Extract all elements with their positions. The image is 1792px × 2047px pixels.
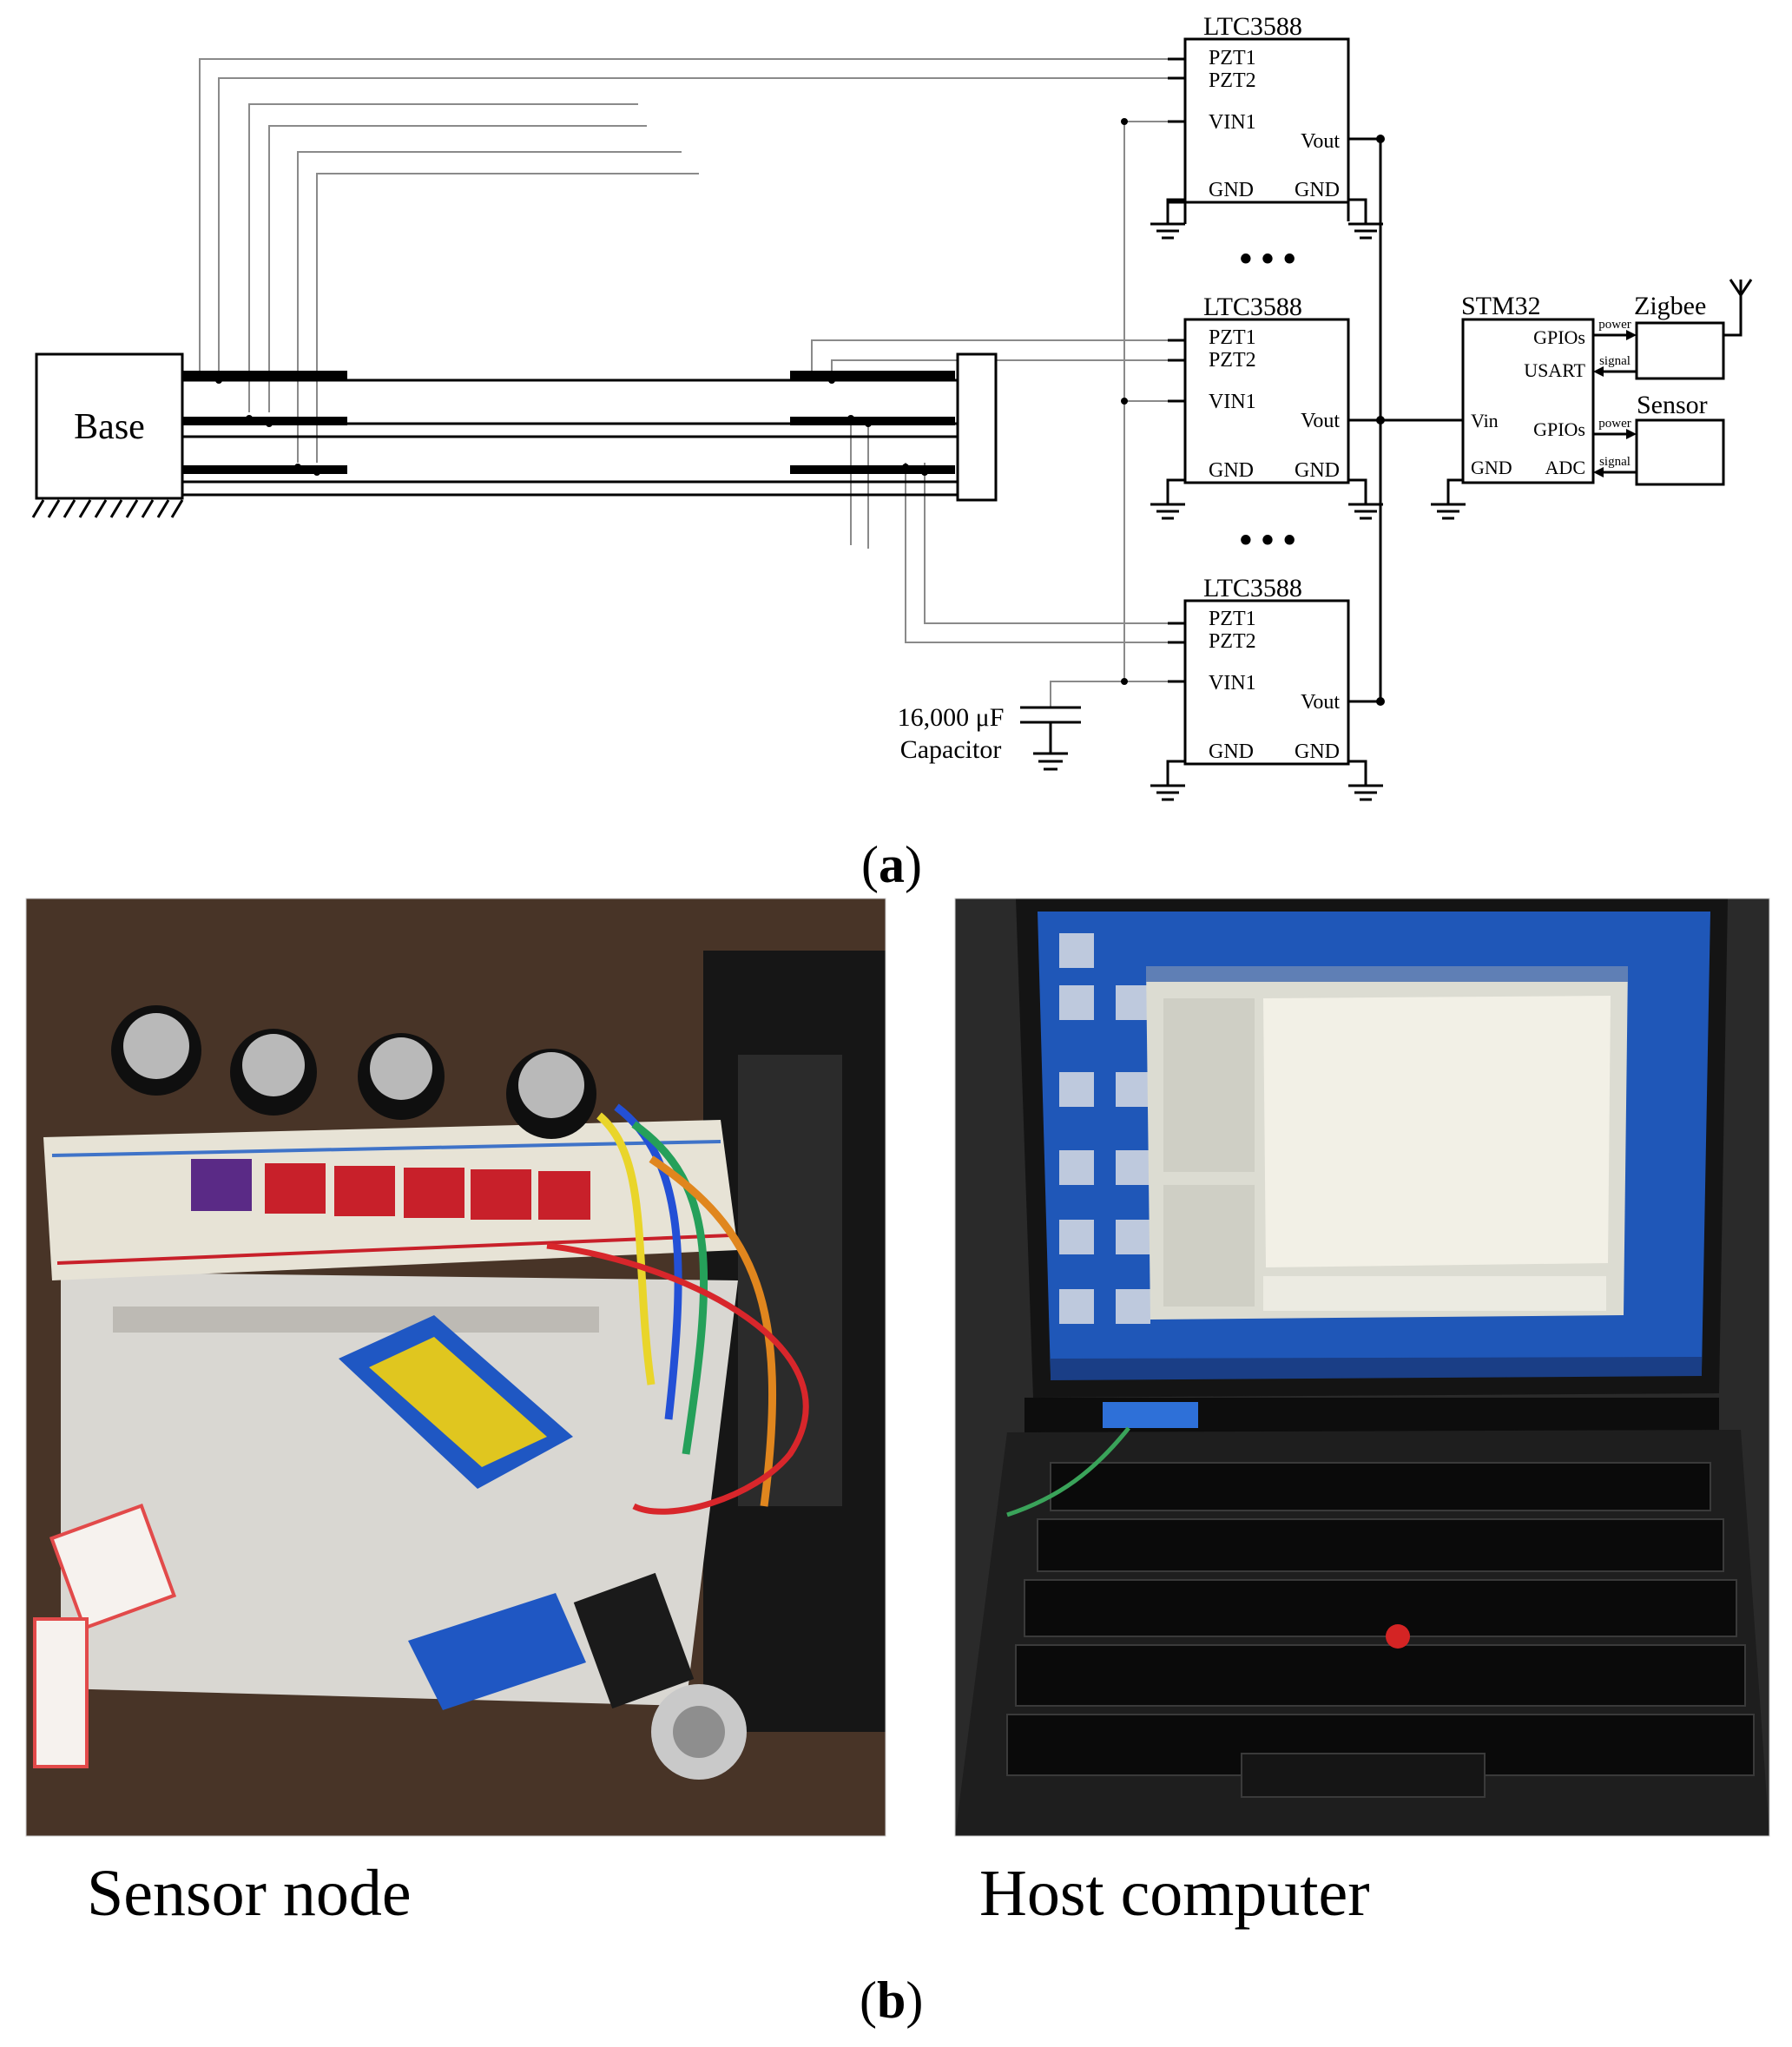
base-block: [35, 352, 184, 500]
svg-text:Vout: Vout: [1301, 410, 1340, 432]
svg-text:VIN1: VIN1: [1209, 391, 1256, 413]
capacitor-value: 16,000 μF: [898, 703, 1005, 732]
svg-text:GND: GND: [1209, 740, 1254, 763]
ltc3588-chip-2: LTC3588 PZT1 PZT2 VIN1 Vout GND GND: [1168, 293, 1350, 484]
svg-text:GND: GND: [1295, 459, 1340, 482]
svg-text:STM32: STM32: [1461, 292, 1541, 320]
ltc-ground-symbols: [1150, 198, 1383, 801]
svg-text:Sensor: Sensor: [1637, 391, 1708, 419]
ellipsis-top: • • •: [1239, 240, 1295, 280]
lead-tap-dots: [196, 372, 928, 476]
host-computer-caption: Host computer: [979, 1857, 1370, 1930]
storage-capacitor: [1020, 706, 1081, 771]
link-power-zigbee: power: [1598, 318, 1631, 332]
svg-text:GPIOs: GPIOs: [1533, 418, 1585, 440]
link-signal-zigbee: signal: [1599, 354, 1631, 368]
svg-text:PZT2: PZT2: [1209, 630, 1256, 653]
capacitor-name: Capacitor: [900, 735, 1002, 764]
svg-text:PZT1: PZT1: [1209, 326, 1256, 349]
piezo-lead-wires: [199, 58, 1168, 643]
svg-text:GND: GND: [1209, 459, 1254, 482]
svg-text:Vout: Vout: [1301, 691, 1340, 714]
svg-text:PZT2: PZT2: [1209, 349, 1256, 372]
base-ground-hatch: [31, 497, 184, 518]
sensor-node-photo-frame: [25, 898, 886, 1837]
svg-text:Vout: Vout: [1301, 130, 1340, 153]
ellipsis-bottom: • • •: [1239, 521, 1295, 561]
panel-a-label: (a): [861, 836, 922, 893]
svg-text:ADC: ADC: [1545, 457, 1585, 478]
svg-text:VIN1: VIN1: [1209, 111, 1256, 134]
cantilever-beams: [182, 352, 998, 502]
svg-text:PZT1: PZT1: [1209, 47, 1256, 69]
svg-text:GND: GND: [1471, 457, 1512, 478]
ltc-2-label: LTC3588: [1203, 293, 1302, 321]
vout-bus: [1348, 135, 1463, 706]
vin1-bus: [1050, 118, 1168, 708]
svg-text:Vin: Vin: [1471, 410, 1499, 431]
stm32-mcu: STM32 GPIOs USART Vin GPIOs ADC GND: [1431, 292, 1595, 520]
host-computer-photo: [955, 898, 1769, 1836]
host-computer-photo-frame: [954, 898, 1770, 1837]
svg-text:PZT1: PZT1: [1209, 608, 1256, 630]
svg-text:GPIOs: GPIOs: [1533, 326, 1585, 348]
svg-text:VIN1: VIN1: [1209, 672, 1256, 694]
svg-text:PZT2: PZT2: [1209, 69, 1256, 92]
sensor-node-photo: [26, 898, 886, 1836]
svg-text:USART: USART: [1524, 359, 1585, 381]
base-label: Base: [74, 407, 145, 447]
svg-text:GND: GND: [1295, 179, 1340, 201]
svg-text:GND: GND: [1209, 179, 1254, 201]
schematic-panel-a: Base: [31, 12, 1753, 801]
panel-b-label: (b): [860, 1971, 924, 2029]
ltc3588-chip-1: LTC3588 PZT1 PZT2 VIN1 Vout GND GND: [1168, 12, 1350, 224]
svg-text:Zigbee: Zigbee: [1634, 292, 1706, 320]
link-power-sensor: power: [1598, 417, 1631, 431]
zigbee-module: Zigbee: [1634, 279, 1753, 380]
ltc-1-label: LTC3588: [1203, 12, 1302, 41]
svg-text:GND: GND: [1295, 740, 1340, 763]
peripheral-links: [1593, 330, 1637, 477]
sensor-module: Sensor: [1635, 391, 1725, 486]
link-signal-sensor: signal: [1599, 455, 1631, 469]
ltc-3-label: LTC3588: [1203, 574, 1302, 602]
ltc3588-chip-3: LTC3588 PZT1 PZT2 VIN1 Vout GND GND: [1168, 574, 1350, 766]
sensor-node-caption: Sensor node: [87, 1857, 412, 1930]
